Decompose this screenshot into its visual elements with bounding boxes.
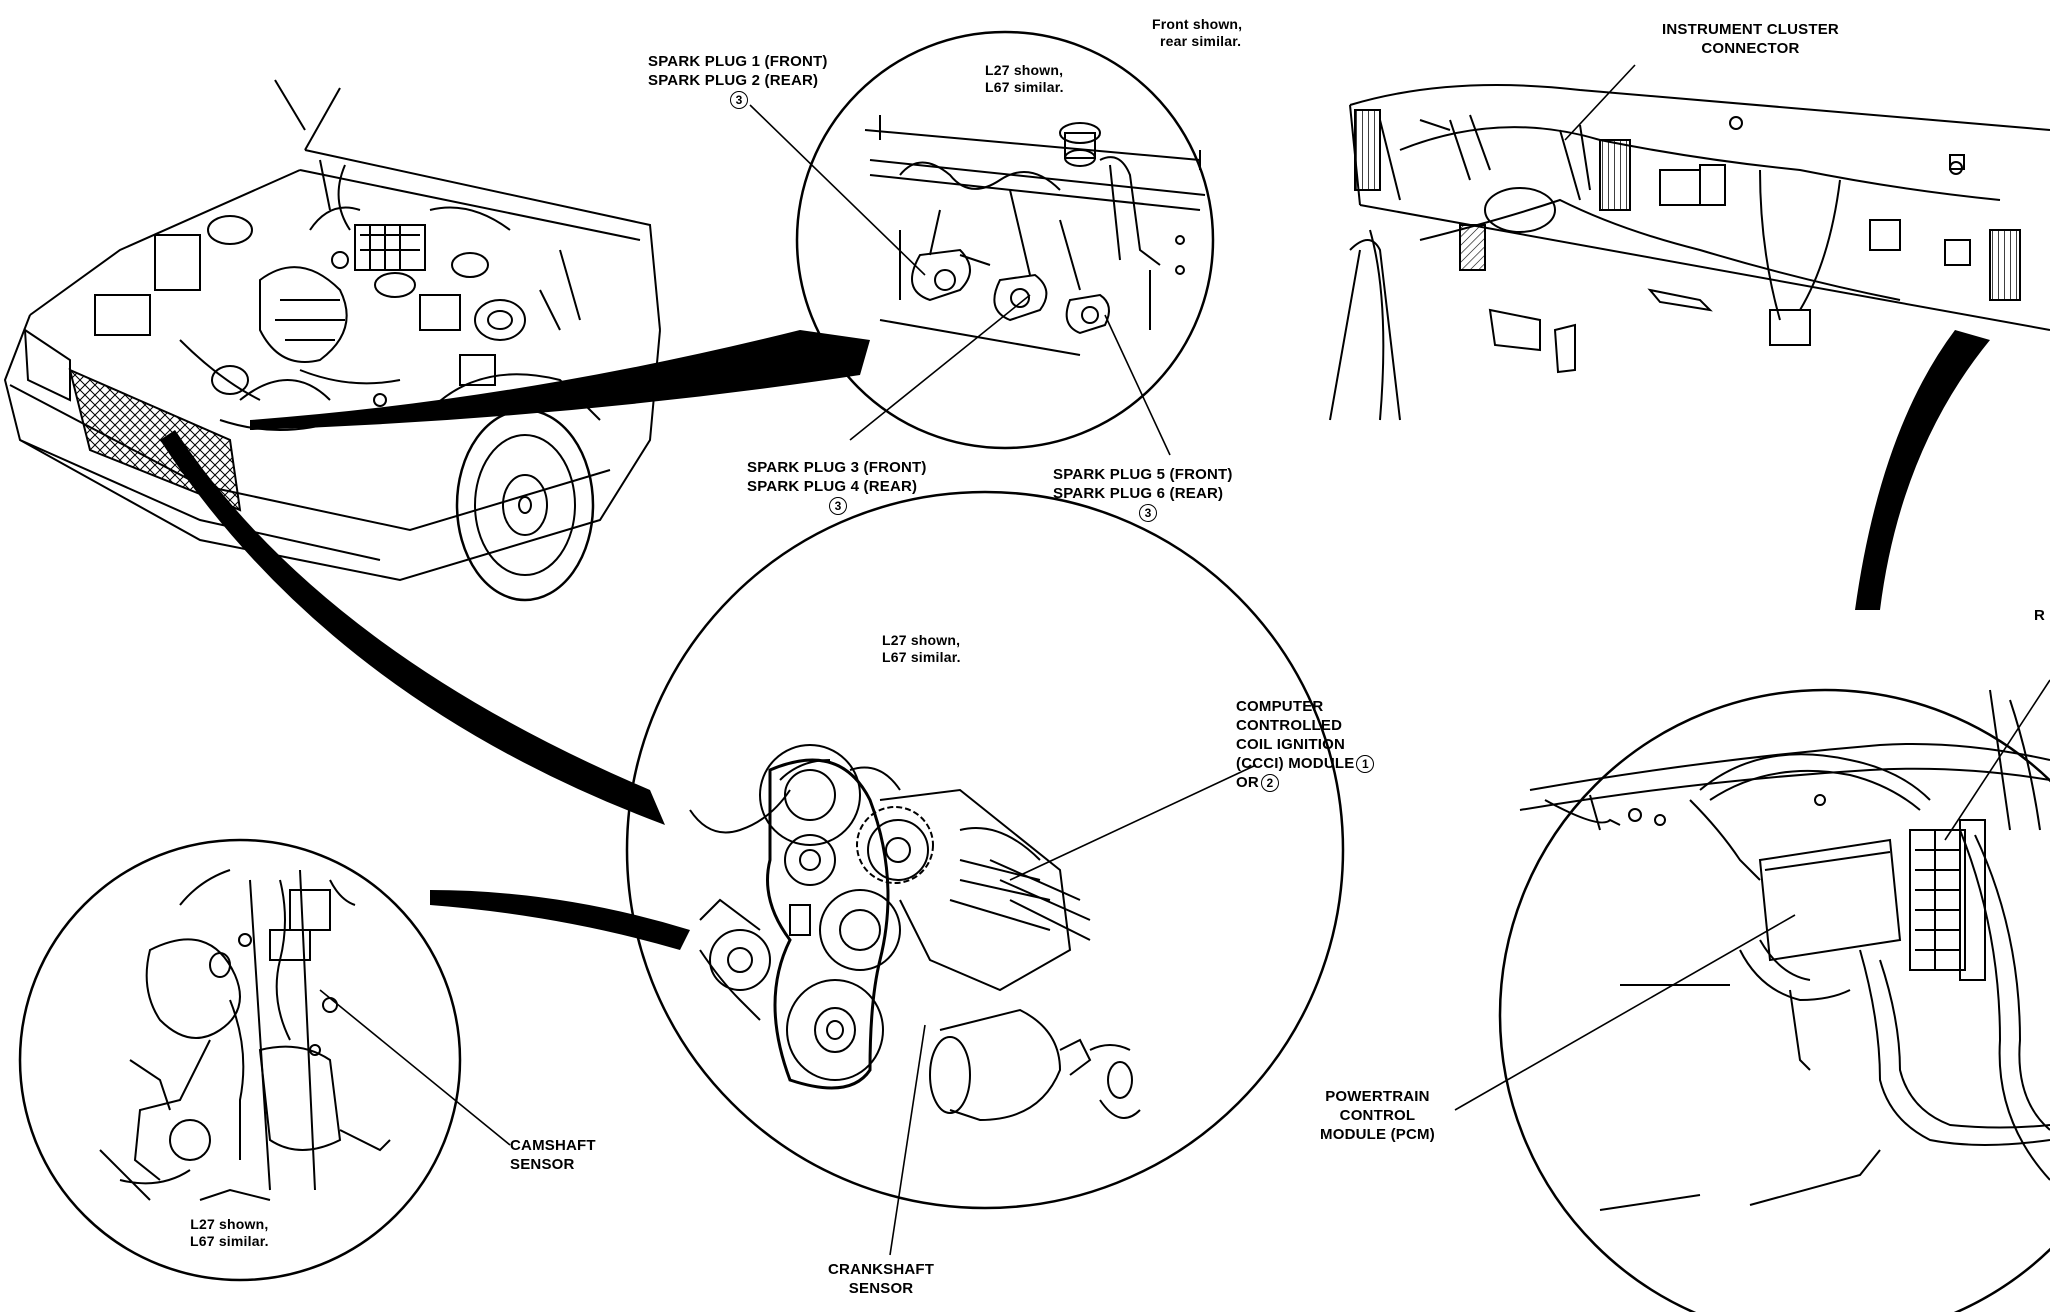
ccci-line: COMPUTER	[1236, 698, 1324, 715]
note-line: L27 shown,	[190, 1216, 269, 1232]
label-spark-plug-3-4: SPARK PLUG 3 (FRONT) SPARK PLUG 4 (REAR)…	[747, 458, 927, 516]
ref-number-badge: 2	[1260, 774, 1279, 793]
ref-number-badge: 3	[1139, 504, 1157, 523]
crankshaft-line: CRANKSHAFT	[828, 1261, 935, 1278]
pcm-line: CONTROL	[1339, 1107, 1416, 1124]
label-ccci-module: COMPUTER CONTROLLED COIL IGNITION (CCCI)…	[1236, 697, 1375, 793]
note-line: L67 similar.	[985, 79, 1064, 95]
ref-number-badge: 3	[730, 91, 748, 110]
ccci-line: (CCCI) MODULE	[1236, 755, 1355, 772]
ref-number-badge: 1	[1356, 755, 1375, 774]
label-cut-off-r: R	[2034, 607, 2046, 624]
instrument-line: CONNECTOR	[1701, 40, 1800, 57]
camshaft-line: SENSOR	[510, 1156, 575, 1173]
spark-plug-5-text: SPARK PLUG 5 (FRONT)	[1053, 466, 1233, 483]
instrument-line: INSTRUMENT CLUSTER	[1662, 21, 1839, 38]
label-powertrain-control-module: POWERTRAIN CONTROL MODULE (PCM)	[1320, 1087, 1435, 1144]
spark-plug-6-text: SPARK PLUG 6 (REAR)	[1053, 485, 1224, 502]
label-spark-plug-5-6: SPARK PLUG 5 (FRONT) SPARK PLUG 6 (REAR)…	[1053, 465, 1233, 523]
label-l27-top: L27 shown, L67 similar.	[985, 62, 1064, 96]
camshaft-detail-circle	[18, 838, 462, 1282]
label-crankshaft-sensor: CRANKSHAFT SENSOR	[828, 1260, 934, 1298]
car-engine-bay-overview	[3, 79, 661, 602]
detail-callout-connectors	[160, 330, 1990, 950]
instrument-panel-view	[1329, 84, 2050, 421]
spark-plug-3-text: SPARK PLUG 3 (FRONT)	[747, 459, 927, 476]
spark-plug-boot-front	[911, 248, 991, 302]
spark-plug-2-text: SPARK PLUG 2 (REAR)	[648, 72, 819, 89]
note-line: L67 similar.	[882, 649, 961, 665]
note-line: L67 similar.	[190, 1233, 269, 1249]
note-line: Front shown,	[1152, 16, 1243, 32]
spark-plug-4-text: SPARK PLUG 4 (REAR)	[747, 478, 918, 495]
note-line: L27 shown,	[985, 62, 1064, 78]
note-line: L27 shown,	[882, 632, 961, 648]
ccci-line: COIL IGNITION	[1236, 736, 1345, 753]
pcm-detail-circle	[1498, 688, 2050, 1312]
label-camshaft-sensor: CAMSHAFT SENSOR	[510, 1136, 596, 1174]
label-l27-center: L27 shown, L67 similar.	[882, 632, 961, 666]
spark-plug-1-text: SPARK PLUG 1 (FRONT)	[648, 53, 828, 70]
spark-plug-detail-circle	[795, 30, 1215, 450]
spark-plug-boot-rear	[1065, 293, 1110, 335]
label-spark-plug-1-2: SPARK PLUG 1 (FRONT) SPARK PLUG 2 (REAR)…	[648, 52, 828, 110]
label-front-shown: Front shown, rear similar.	[1152, 16, 1242, 50]
pcm-line: MODULE (PCM)	[1320, 1126, 1435, 1143]
label-l27-left: L27 shown, L67 similar.	[190, 1216, 269, 1250]
engine-detail-circle	[625, 490, 1345, 1210]
ref-number-badge: 3	[829, 497, 847, 516]
camshaft-line: CAMSHAFT	[510, 1137, 596, 1154]
note-line: rear similar.	[1160, 33, 1242, 49]
label-instrument-cluster-connector: INSTRUMENT CLUSTER CONNECTOR	[1662, 20, 1839, 58]
leader-lines	[319, 64, 2050, 1256]
ccci-line: CONTROLLED	[1236, 717, 1343, 734]
ccci-line: OR	[1236, 774, 1259, 792]
crankshaft-line: SENSOR	[848, 1280, 914, 1297]
pcm-line: POWERTRAIN	[1325, 1088, 1430, 1105]
spark-plug-boot-middle	[993, 273, 1048, 322]
